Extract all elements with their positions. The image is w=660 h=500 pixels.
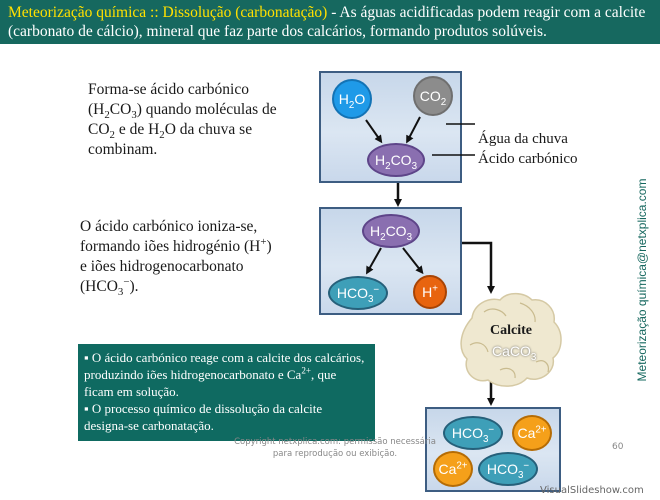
- label-rainwater: Água da chuva: [478, 131, 568, 147]
- label-calcite: Calcite: [490, 323, 532, 338]
- hco3-ion-top: HCO3−: [443, 416, 503, 450]
- ca-ion-bottom: Ca2+: [433, 451, 473, 487]
- hplus-ion: H+: [413, 275, 447, 309]
- header-description: - As águas acidificadas podem reagir com…: [8, 4, 646, 40]
- summary-bullet-1: ▪ O ácido carbónico reage com a calcite …: [84, 350, 365, 399]
- hco3-ion: HCO3−: [328, 276, 388, 310]
- label-carbonic-acid: Ácido carbónico: [478, 151, 578, 167]
- h2co3-molecule-2: H2CO3: [362, 214, 420, 248]
- para2-line2: formando iões hidrogénio (H+): [80, 235, 272, 255]
- h2o-molecule: H2O: [332, 79, 372, 119]
- para2-line3: e iões hidrogenocarbonato: [80, 258, 244, 275]
- hco3-ion-bottom: HCO3−: [478, 452, 538, 486]
- para2-line1: O ácido carbónico ioniza-se,: [80, 218, 258, 235]
- para1-line2: (H2CO3) quando moléculas de: [88, 101, 277, 122]
- para2-line4: (HCO3−).: [80, 275, 139, 299]
- co2-molecule: CO2: [413, 76, 453, 116]
- slide-header: Meteorização química :: Dissolução (carb…: [0, 0, 660, 44]
- arrow-box2-to-calcite: [462, 241, 495, 294]
- ca-ion-top: Ca2+: [512, 415, 552, 451]
- paragraph-formation: Forma-se ácido carbónico (H2CO3) quando …: [88, 80, 303, 160]
- para1-line1: Forma-se ácido carbónico: [88, 81, 249, 98]
- summary-bullet-2: ▪ O processo químico de dissolução da ca…: [84, 401, 323, 433]
- label-caco3: CaCO3: [492, 343, 537, 363]
- para1-line3: CO2 e de H2O da chuva se: [88, 121, 253, 142]
- para1-line4: combinam.: [88, 141, 158, 158]
- summary-box: ▪ O ácido carbónico reage com a calcite …: [78, 344, 375, 441]
- h2co3-molecule: H2CO3: [367, 143, 425, 177]
- copyright-notice: Copyright netxplica.com: permissão neces…: [234, 437, 436, 459]
- side-credit: Meteorização química@netxplica.com: [635, 178, 649, 382]
- watermark: VisualSlideshow.com: [540, 485, 644, 496]
- calcite-rock-image: [460, 292, 562, 387]
- header-topic: Meteorização química :: Dissolução (carb…: [8, 4, 328, 21]
- paragraph-ionization: O ácido carbónico ioniza-se, formando iõ…: [80, 217, 300, 299]
- page-number: 60: [612, 442, 624, 452]
